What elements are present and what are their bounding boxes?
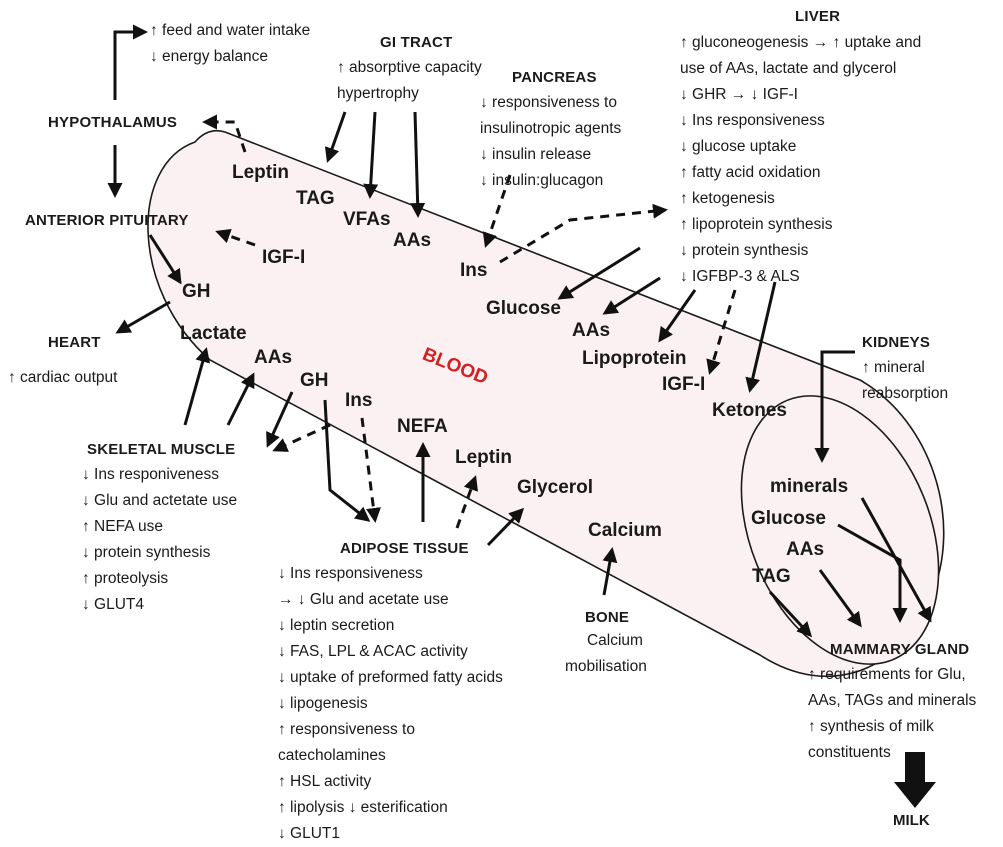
- liver-effect: ↓ glucose uptake: [680, 134, 921, 160]
- milk-label: MILK: [893, 808, 930, 834]
- pancreas-effect: ↓ insulin:glucagon: [480, 168, 621, 194]
- metabolite-minerals: minerals: [770, 474, 848, 500]
- bone-effects: Calcium mobilisation: [565, 628, 647, 680]
- mammary-effect: ↑ synthesis of milk: [808, 714, 976, 740]
- liver-effect: ↓ IGFBP-3 & ALS: [680, 264, 921, 290]
- mammary-effect: ↑ requirements for Glu,: [808, 662, 976, 688]
- bone-effect: Calcium: [565, 628, 647, 654]
- liver-effect: ↑ ketogenesis: [680, 186, 921, 212]
- metabolite-aas: AAs: [786, 537, 824, 563]
- hypothalamus-effect: ↓ energy balance: [150, 44, 310, 70]
- metabolite-igf1: IGF-I: [262, 245, 305, 271]
- arrow-gi-vfas: [370, 112, 375, 196]
- adipose-effect: ↓ lipogenesis: [278, 691, 503, 717]
- pancreas-effect: insulinotropic agents: [480, 116, 621, 142]
- metabolite-ins: Ins: [460, 258, 487, 284]
- metabolite-nefa: NEFA: [397, 414, 448, 440]
- adipose-effect: catecholamines: [278, 743, 503, 769]
- metabolite-glucose: Glucose: [751, 506, 826, 532]
- skeletal-muscle-effect: ↑ proteolysis: [82, 566, 237, 592]
- gi-tract-label: GI TRACT: [380, 30, 452, 56]
- skeletal-muscle-effect: ↓ Glu and actetate use: [82, 488, 237, 514]
- liver-effect: use of AAs, lactate and glycerol: [680, 56, 921, 82]
- metabolite-leptin: Leptin: [232, 160, 289, 186]
- metabolite-gh: GH: [300, 368, 329, 394]
- adipose-tissue-label: ADIPOSE TISSUE: [340, 536, 469, 562]
- metabolite-aas: AAs: [254, 345, 292, 371]
- liver-effect: ↑ lipoprotein synthesis: [680, 212, 921, 238]
- metabolite-tag: TAG: [296, 186, 335, 212]
- arrow-gh-muscle: [268, 392, 292, 445]
- adipose-effect: ↑ HSL activity: [278, 769, 503, 795]
- mammary-gland-label: MAMMARY GLAND: [830, 637, 969, 663]
- liver-effect: ↓ Ins responsiveness: [680, 108, 921, 134]
- pancreas-effect: ↓ insulin release: [480, 142, 621, 168]
- metabolite-ins: Ins: [345, 388, 372, 414]
- liver-effects: ↑ gluconeogenesis → ↑ uptake and use of …: [680, 30, 921, 290]
- pancreas-effects: ↓ responsiveness to insulinotropic agent…: [480, 90, 621, 194]
- skeletal-muscle-label: SKELETAL MUSCLE: [87, 437, 235, 463]
- arrow-gi-aas: [415, 112, 418, 215]
- adipose-tissue-effects: ↓ Ins responsiveness → ↓ Glu and acetate…: [278, 561, 503, 847]
- liver-effect: ↓ GHR → ↓ IGF-I: [680, 82, 921, 108]
- metabolite-glycerol: Glycerol: [517, 475, 593, 501]
- kidneys-effects: ↑ mineral reabsorption: [862, 355, 948, 407]
- arrow-muscle-aas: [228, 375, 253, 425]
- hypothalamus-effects: ↑ feed and water intake ↓ energy balance: [150, 18, 310, 70]
- metabolite-ketones: Ketones: [712, 398, 787, 424]
- arrow-muscle-lactate: [185, 350, 206, 425]
- skeletal-muscle-effect: ↓ GLUT4: [82, 592, 237, 618]
- metabolite-igf1: IGF-I: [662, 372, 705, 398]
- hypothalamus-effect: ↑ feed and water intake: [150, 18, 310, 44]
- heart-effect: ↑ cardiac output: [8, 365, 117, 391]
- kidneys-effect: ↑ mineral: [862, 355, 948, 381]
- skeletal-muscle-effect: ↓ Ins responiveness: [82, 462, 237, 488]
- metabolite-gh: GH: [182, 279, 211, 305]
- kidneys-effect: reabsorption: [862, 381, 948, 407]
- gi-tract-effect: ↑ absorptive capacity: [337, 55, 482, 81]
- mammary-effect: AAs, TAGs and minerals: [808, 688, 976, 714]
- gi-tract-effects: ↑ absorptive capacity hypertrophy: [337, 55, 482, 107]
- liver-effect: ↑ gluconeogenesis → ↑ uptake and: [680, 30, 921, 56]
- metabolite-glucose: Glucose: [486, 296, 561, 322]
- anterior-pituitary-label: ANTERIOR PITUITARY: [25, 208, 189, 234]
- metabolite-calcium: Calcium: [588, 518, 662, 544]
- metabolite-aas: AAs: [572, 318, 610, 344]
- adipose-effect: ↓ GLUT1: [278, 821, 503, 847]
- bone-effect: mobilisation: [565, 654, 647, 680]
- metabolite-tag: TAG: [752, 564, 791, 590]
- pancreas-label: PANCREAS: [512, 65, 597, 91]
- adipose-effect: ↓ uptake of preformed fatty acids: [278, 665, 503, 691]
- adipose-effect: ↓ Ins responsiveness: [278, 561, 503, 587]
- liver-label: LIVER: [795, 4, 840, 30]
- arrow-ins-muscle: [275, 425, 330, 450]
- metabolite-lactate: Lactate: [180, 321, 247, 347]
- gi-tract-effect: hypertrophy: [337, 81, 482, 107]
- adipose-effect: → ↓ Glu and acetate use: [278, 587, 503, 613]
- skeletal-muscle-effect: ↑ NEFA use: [82, 514, 237, 540]
- metabolite-aas: AAs: [393, 228, 431, 254]
- metabolite-leptin: Leptin: [455, 445, 512, 471]
- skeletal-muscle-effects: ↓ Ins responiveness ↓ Glu and actetate u…: [82, 462, 237, 618]
- pancreas-effect: ↓ responsiveness to: [480, 90, 621, 116]
- adipose-effect: ↑ lipolysis ↓ esterification: [278, 795, 503, 821]
- heart-label: HEART: [48, 330, 101, 356]
- hypothalamus-label: HYPOTHALAMUS: [48, 110, 177, 136]
- arrow-hypothalamus-feed: [115, 32, 145, 100]
- adipose-effect: ↓ leptin secretion: [278, 613, 503, 639]
- liver-effect: ↑ fatty acid oxidation: [680, 160, 921, 186]
- skeletal-muscle-effect: ↓ protein synthesis: [82, 540, 237, 566]
- mammary-gland-effects: ↑ requirements for Glu, AAs, TAGs and mi…: [808, 662, 976, 766]
- metabolite-vfas: VFAs: [343, 207, 391, 233]
- metabolite-lipoprotein: Lipoprotein: [582, 346, 686, 372]
- mammary-effect: constituents: [808, 740, 976, 766]
- adipose-effect: ↑ responsiveness to: [278, 717, 503, 743]
- adipose-effect: ↓ FAS, LPL & ACAC activity: [278, 639, 503, 665]
- arrow-gh-heart: [118, 302, 170, 332]
- arrow-gi-tag: [328, 112, 345, 160]
- liver-effect: ↓ protein synthesis: [680, 238, 921, 264]
- kidneys-label: KIDNEYS: [862, 330, 930, 356]
